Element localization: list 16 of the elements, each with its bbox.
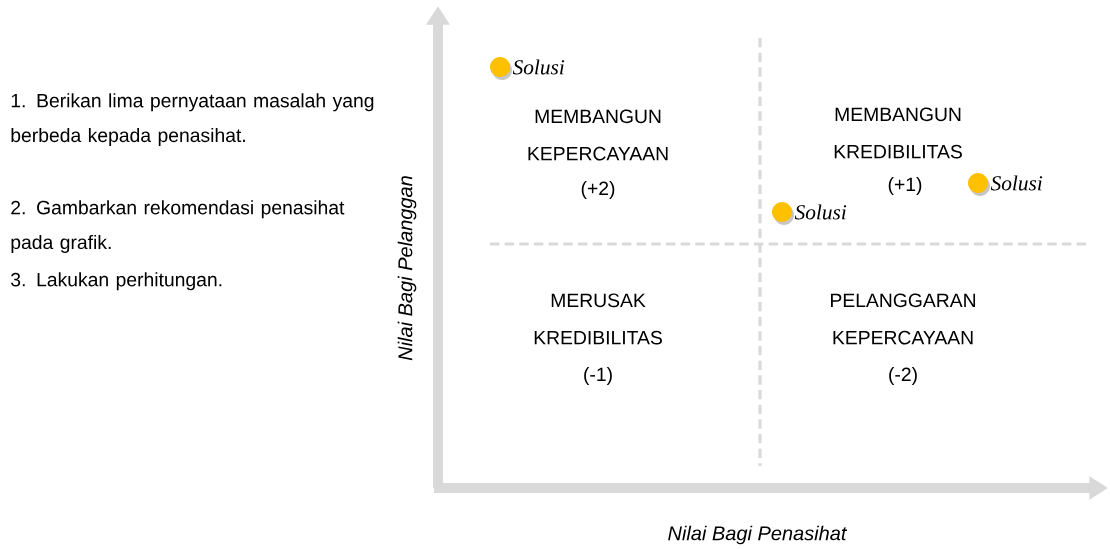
axis-label: Nilai Bagi Pelanggan bbox=[397, 176, 417, 361]
instruction-item: 2. Gambarkan rekomendasi penasihat pada grafik. bbox=[11, 200, 345, 253]
quadrant-score: (-2) bbox=[889, 367, 917, 385]
solution-label: Solusi bbox=[512, 59, 565, 75]
quadrant-score: (-1) bbox=[584, 367, 612, 385]
quadrant-label: PELANGGARAN KEPERCAYAAN bbox=[831, 293, 976, 345]
quadrant-label: MEMBANGUN KREDIBILITAS bbox=[834, 107, 962, 159]
solution-label: Solusi bbox=[990, 175, 1043, 191]
instruction-item: 1. Berikan lima pernyataan masalah yang berbeda kepada penasihat. bbox=[11, 93, 374, 146]
instruction-item: 3. Lakukan perhitungan. bbox=[11, 272, 222, 291]
solution-label: Solusi bbox=[794, 204, 847, 220]
quadrant-score: (+2) bbox=[581, 181, 615, 199]
axis-label: Nilai Bagi Penasihat bbox=[668, 525, 848, 545]
quadrant-label: MERUSAK KREDIBILITAS bbox=[534, 293, 662, 345]
quadrant-label: MEMBANGUN KEPERCAYAAN bbox=[528, 109, 668, 161]
quadrant-score: (+1) bbox=[888, 177, 922, 195]
